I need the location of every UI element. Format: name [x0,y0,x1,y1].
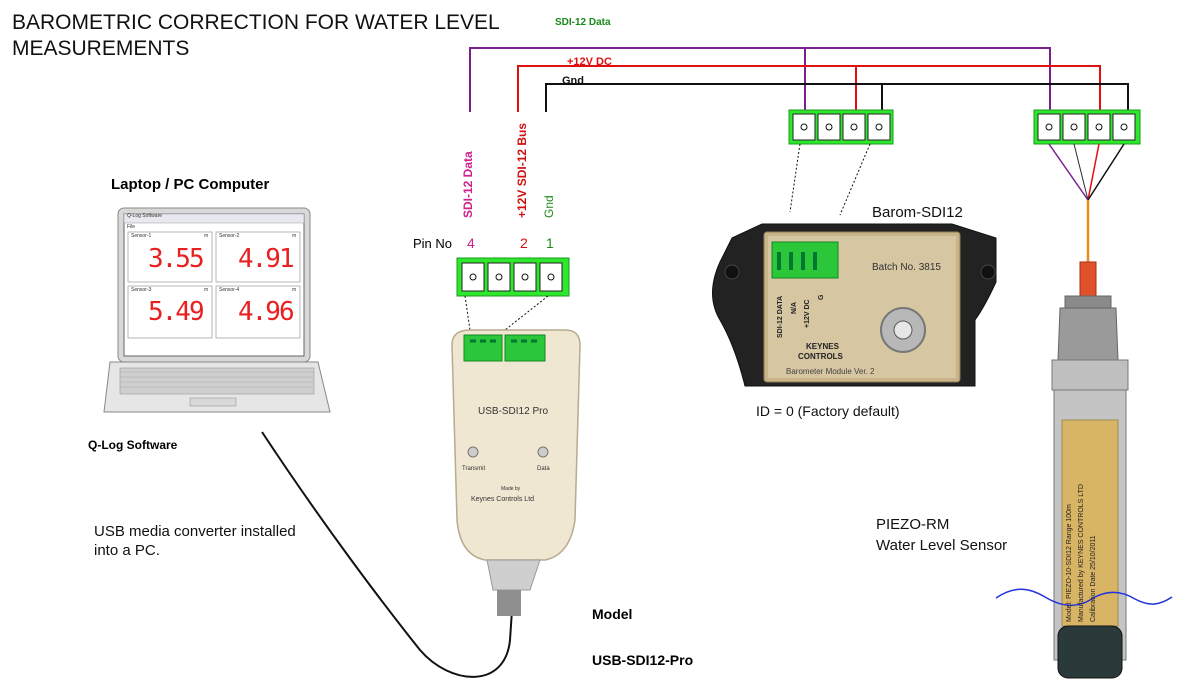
pin-no-label: Pin No [413,236,453,251]
laptop-label: Laptop / PC Computer [111,176,270,193]
model-name: USB-SDI12-Pro [592,652,694,668]
piezo-sensor-text-2: Manufactured by KEYNES CONTROLS LTD [1078,484,1085,622]
sdi12-data-wire-label: SDI-12 Data [555,17,611,28]
usb-device-name: USB-SDI12 Pro [478,406,549,417]
screen-window-title: Q-Log Software [127,213,163,219]
barometer-brand-2: CONTROLS [798,352,843,361]
laptop-illustration [103,207,331,413]
gnd-wire [545,83,1129,112]
sdi12-data-wire [469,47,1051,112]
barometer-pin-12v: +12V DC [804,299,811,328]
usb-maker-small: Made by [501,486,521,492]
piezo-label-1: PIEZO-RM [876,516,950,533]
barometer-pin-g: G [818,294,825,300]
sensor-1-value: 3.55 [148,244,205,274]
usb-cable [261,431,513,678]
pin-1: 1 [546,235,554,251]
software-label: Q-Log Software [88,438,178,452]
col-label-sdi12-data: SDI-12 Data [461,151,475,218]
barometer-batch: Batch No. 3815 [872,262,941,273]
usb-device-illustration [451,329,581,616]
usb-data-label: Data [537,466,550,472]
model-heading: Model [592,606,633,622]
gnd-wire-label: Gnd [562,75,584,87]
barometer-brand-1: KEYNES [806,342,839,351]
barometer-illustration [712,223,997,387]
water-surface-line [995,588,1173,607]
piezo-label-2: Water Level Sensor [876,537,1008,554]
col-label-12v-bus: +12V SDI-12 Bus [515,122,529,218]
piezo-sensor-text-3: Calibration Date 25/10/2011 [1090,535,1097,622]
usb-converter-note: USB media converter installed into a PC. [94,523,296,559]
sensor-4-name: Sensor-4 [219,287,240,293]
sensor-2-name: Sensor-2 [219,233,240,239]
piezo-sensor-text-1: Model: PIEZO-10-SDI12 Range 100m [1066,504,1073,622]
pin-2: 2 [520,235,528,251]
diagram-title: BAROMETRIC CORRECTION FOR WATER LEVEL ME… [12,11,499,60]
pin-4: 4 [467,235,475,251]
power-wire [517,65,1101,112]
sensor-1-unit: m [204,233,209,239]
sensor-4-unit: m [292,287,297,293]
sensor-4-value: 4.96 [238,297,295,327]
barometer-terminal-block [788,109,894,145]
sensor-3-unit: m [204,287,209,293]
usb-maker: Keynes Controls Ltd [471,496,535,503]
sensor-3-value: 5.49 [148,297,205,327]
sensor-2-unit: m [292,233,297,239]
col-label-gnd: Gnd [542,195,556,218]
barometer-pin-na: N/A [791,301,798,314]
barometer-pin-data: SDI-12 DATA [777,295,784,338]
sensor-3-name: Sensor-3 [131,287,152,293]
usb-terminal-block [456,257,570,297]
sensor-1-name: Sensor-1 [131,233,152,239]
piezo-terminal-block [1033,109,1141,145]
barometer-module: Barometer Module Ver. 2 [786,367,875,376]
power-wire-label: +12V DC [567,56,612,68]
sensor-2-value: 4.91 [238,244,295,274]
piezo-sensor-illustration [1051,261,1129,679]
barometer-title: Barom-SDI12 [872,204,963,221]
barometer-id-note: ID = 0 (Factory default) [756,403,900,419]
usb-transmit-label: Transmit [462,466,486,472]
screen-menu: File [127,224,136,230]
